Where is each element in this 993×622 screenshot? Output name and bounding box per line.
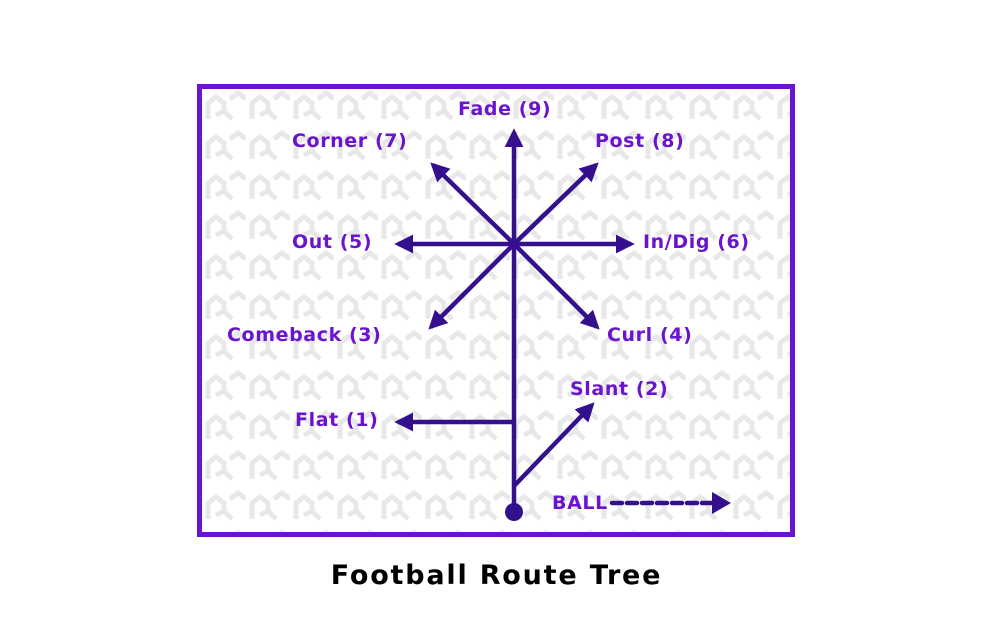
- ball-arrowhead-icon: [712, 492, 731, 514]
- diagram-frame: [197, 84, 795, 537]
- label-ball: BALL: [552, 492, 608, 514]
- label-corner: Corner (7): [292, 130, 408, 152]
- receiver-start-dot: [505, 503, 523, 521]
- background-pattern: [202, 89, 790, 532]
- label-out: Out (5): [292, 231, 373, 253]
- label-flat: Flat (1): [295, 409, 379, 431]
- route-corner-7: [430, 162, 516, 246]
- route-slant-2: [512, 402, 595, 488]
- label-slant: Slant (2): [570, 378, 669, 400]
- label-in-dig: In/Dig (6): [643, 231, 750, 253]
- route-comeback-3: [428, 242, 516, 330]
- route-post-8: [512, 162, 599, 246]
- label-post: Post (8): [595, 130, 685, 152]
- page-title: Football Route Tree: [330, 560, 663, 591]
- route-curl-4: [512, 242, 600, 330]
- label-fade: Fade (9): [458, 98, 552, 120]
- label-comeback: Comeback (3): [227, 324, 382, 346]
- label-curl: Curl (4): [607, 324, 693, 346]
